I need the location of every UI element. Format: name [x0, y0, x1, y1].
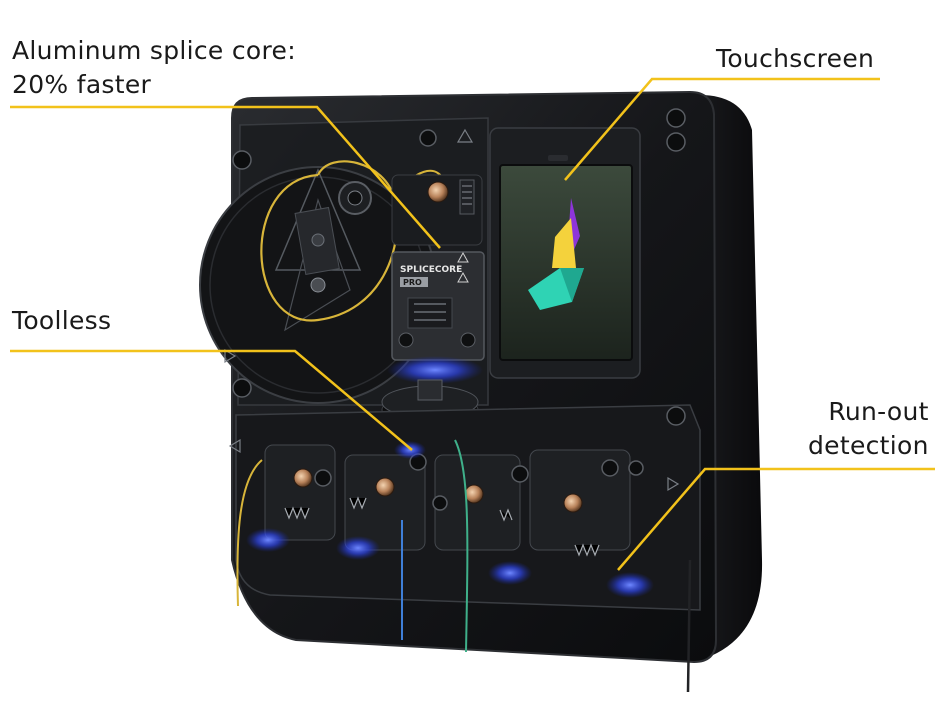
upper-mechanism: [391, 174, 483, 246]
callout-splice-core: Aluminum splice core: 20% faster: [12, 34, 296, 102]
filament-exit-black: [686, 559, 692, 693]
callout-splice-core-line2: 20% faster: [12, 70, 152, 99]
callout-line-toolless: [10, 349, 413, 451]
springs: [284, 496, 600, 557]
callout-runout: Run-out detection: [808, 395, 929, 463]
splice-core-pro-badge: PRO: [403, 278, 422, 287]
callout-runout-line1: Run-out: [828, 397, 929, 426]
bearing-4: [563, 493, 583, 513]
triangle-markers: [224, 128, 680, 492]
splice-core-brand: SPLICECORE: [400, 265, 462, 275]
callout-toolless: Toolless: [12, 306, 112, 335]
spool-hub: [338, 181, 372, 215]
warning-icon-2: [457, 271, 469, 283]
callout-line-touchscreen: [564, 77, 880, 181]
status-leds: [246, 441, 654, 598]
bearing-1: [293, 468, 313, 488]
filament-exit-green: [454, 439, 469, 653]
callout-line-runout: [617, 467, 935, 571]
callout-lines: [10, 77, 935, 571]
warning-icon: [457, 251, 469, 263]
bearing-3: [464, 484, 484, 504]
knobs: [232, 108, 686, 511]
bearing-2: [375, 477, 395, 497]
callout-runout-line2: detection: [808, 431, 929, 460]
splice-core-module: SPLICECORE PRO: [391, 251, 485, 361]
brand-logo: [528, 198, 584, 310]
filament-exit-yellow: [236, 459, 263, 607]
callout-touchscreen: Touchscreen: [716, 44, 875, 73]
filament-wheel: [199, 166, 437, 404]
callout-splice-core-line1: Aluminum splice core:: [12, 36, 296, 65]
splice-core-led: [387, 356, 483, 384]
callout-line-splice: [10, 105, 441, 249]
